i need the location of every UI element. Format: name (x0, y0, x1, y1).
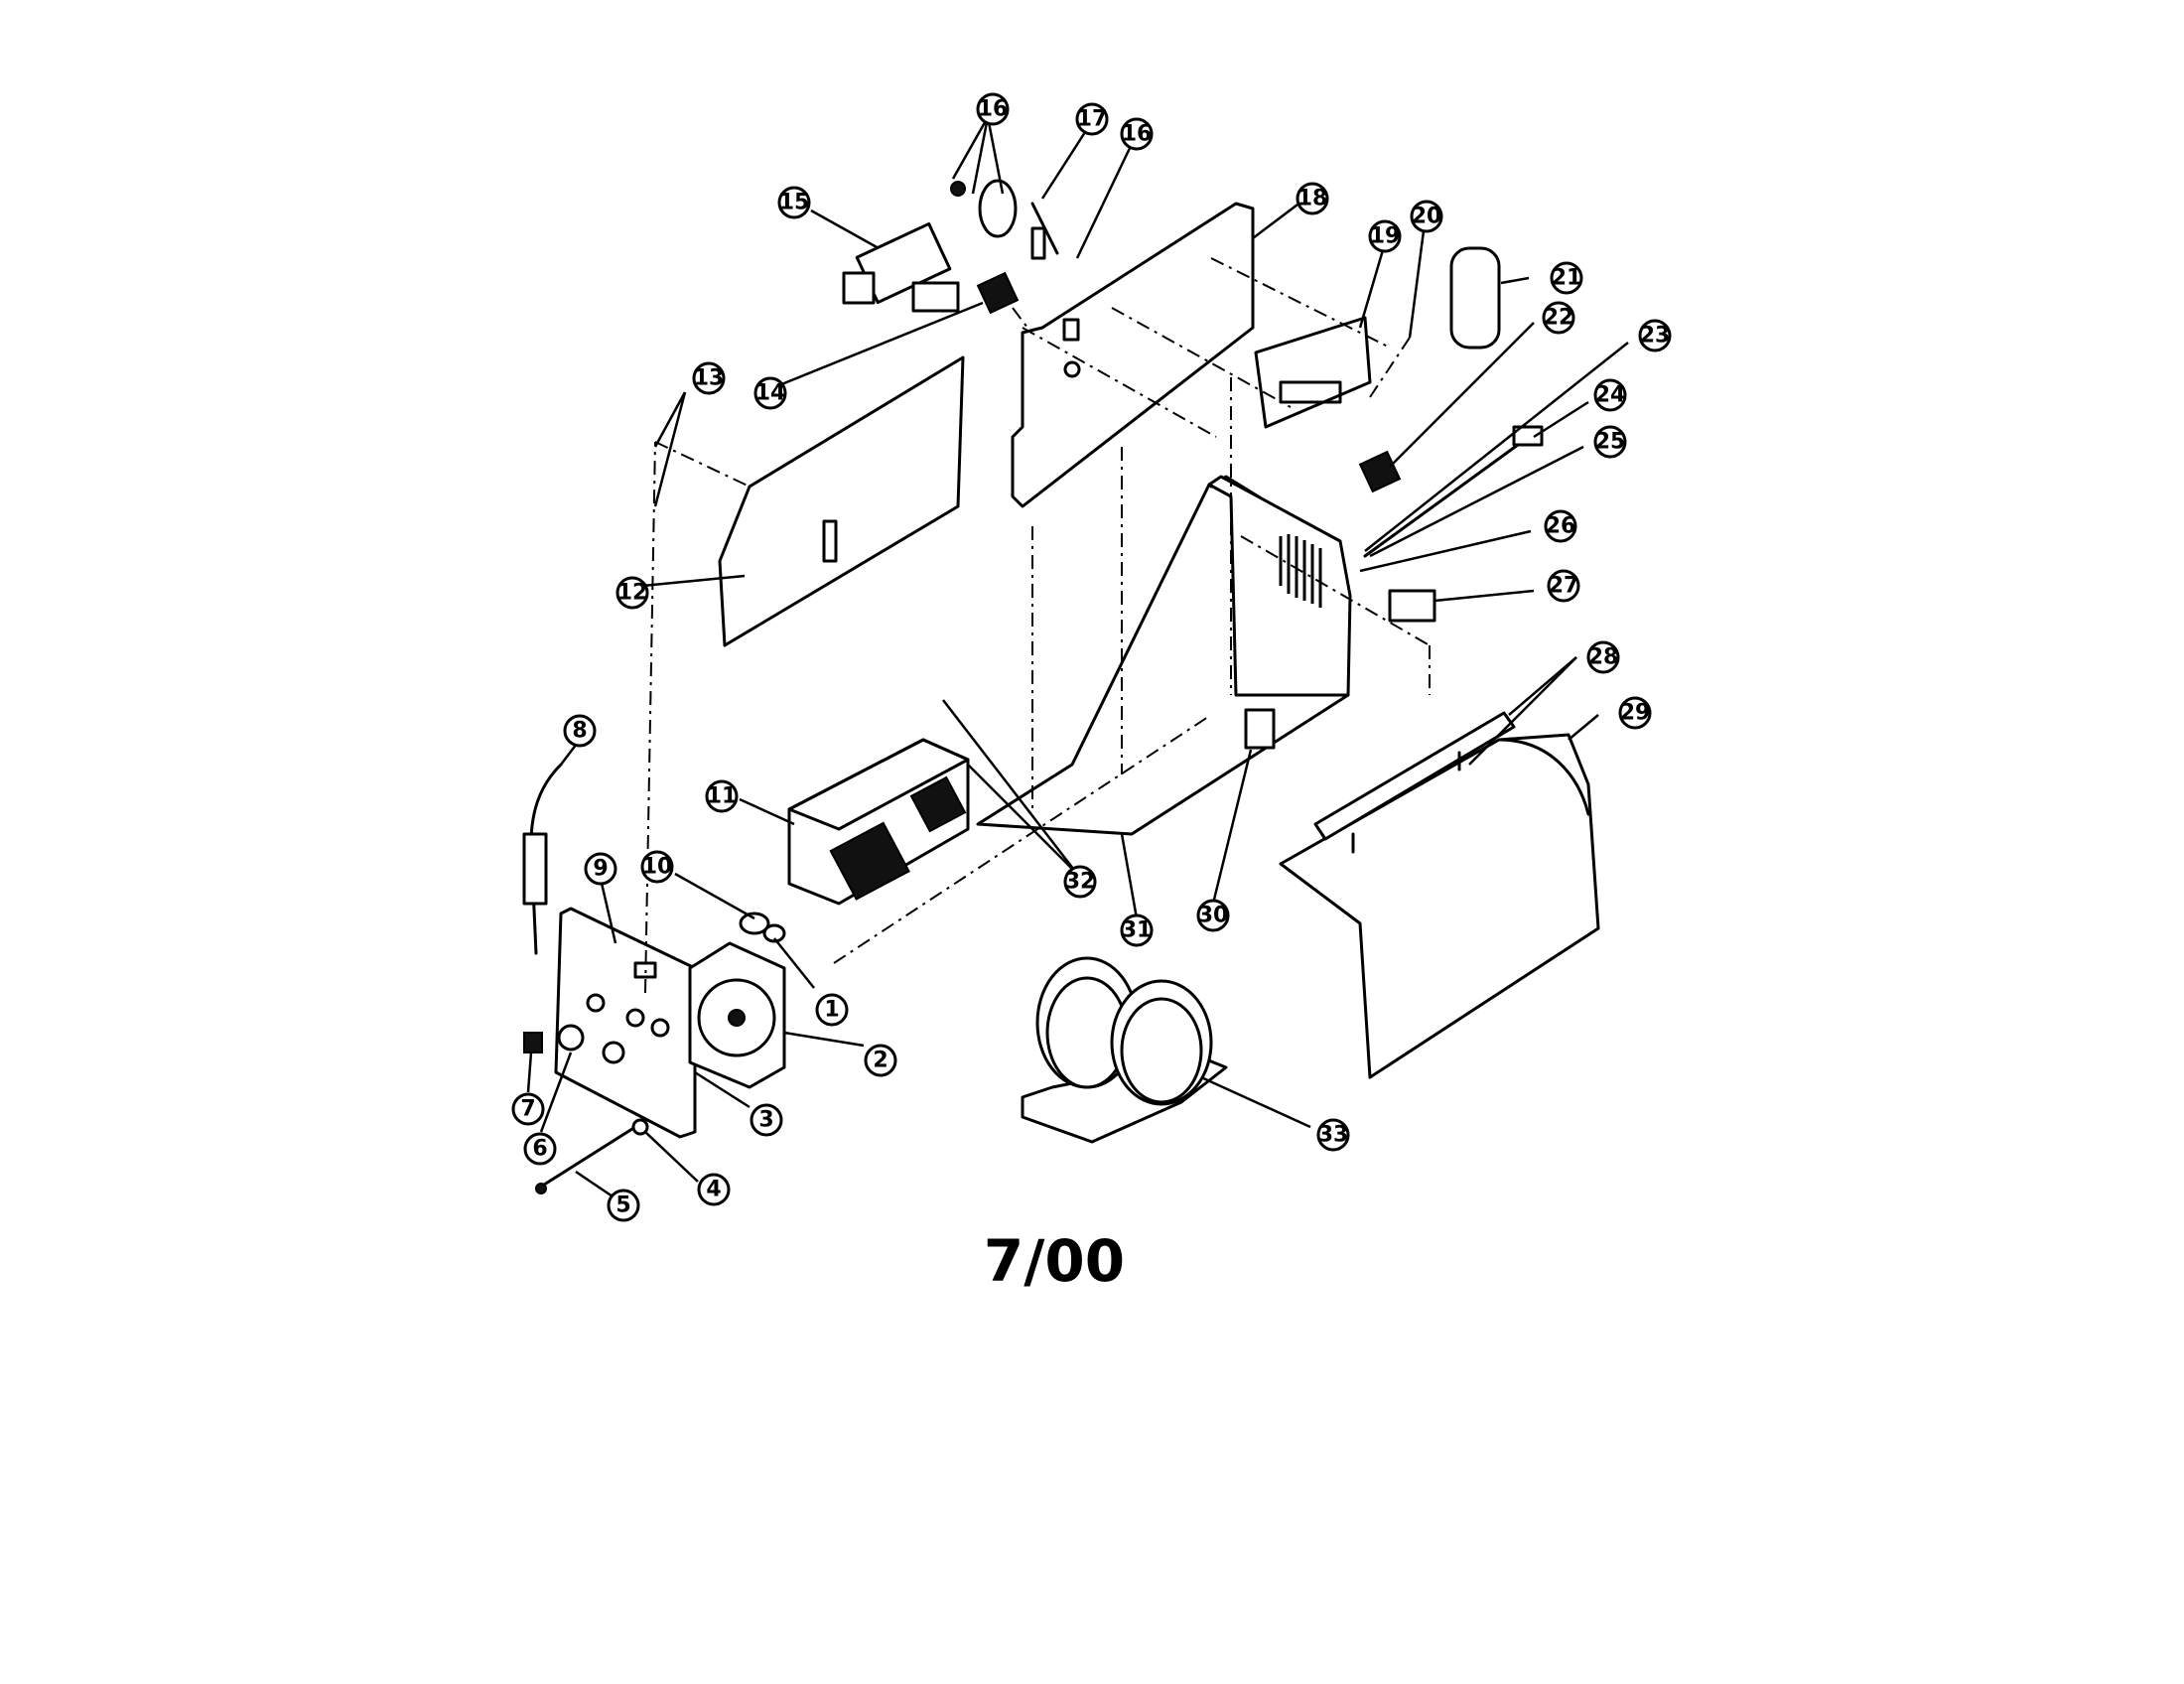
part-15-wire-feed-motor (842, 221, 960, 313)
callout-16b-label: 16 (1122, 122, 1153, 147)
part-28-handle (1313, 711, 1516, 854)
assembly-lines (644, 257, 1431, 994)
callout-5: 5 (607, 1189, 640, 1222)
callout-20-label: 20 (1412, 205, 1442, 229)
callout-8-label: 8 (572, 719, 587, 744)
callout-29-label: 29 (1620, 701, 1651, 726)
callout-15-label: 15 (779, 191, 810, 215)
callout-24-label: 24 (1595, 383, 1626, 408)
callout-26-label: 26 (1546, 514, 1576, 539)
part-18-back-panel (1011, 202, 1255, 508)
callout-22-label: 22 (1544, 306, 1574, 331)
callout-8: 8 (563, 714, 597, 748)
callout-11: 11 (705, 779, 739, 813)
callout-6: 6 (523, 1132, 557, 1166)
callout-19: 19 (1368, 219, 1402, 253)
leader-lines (526, 116, 1629, 1198)
callout-32-label: 32 (1065, 870, 1096, 895)
callout-33: 33 (1316, 1118, 1350, 1152)
part-6-knob (557, 1024, 585, 1052)
part-33-cylinder-rack (1021, 956, 1228, 1144)
callout-9: 9 (584, 852, 617, 886)
part-21-capacitor (1449, 246, 1501, 350)
part-30-relay (1244, 708, 1276, 750)
callout-9-label: 9 (593, 857, 608, 882)
part-24-power-cord (1363, 425, 1544, 558)
part-27-switch (1388, 589, 1436, 623)
callout-29: 29 (1618, 696, 1652, 730)
callout-31-label: 31 (1122, 918, 1153, 943)
callout-24: 24 (1593, 378, 1627, 412)
part-14-heatsink (976, 271, 1020, 315)
callout-1-label: 1 (824, 998, 839, 1023)
callout-10-label: 10 (642, 855, 673, 880)
callout-5-label: 5 (615, 1193, 630, 1218)
part-22-heatsink (1358, 450, 1402, 493)
callout-28: 28 (1586, 640, 1620, 674)
callout-14-label: 14 (755, 381, 786, 406)
part-7-connector (523, 1032, 543, 1053)
part-31-base-chassis (976, 475, 1352, 836)
callout-7: 7 (511, 1092, 545, 1126)
callout-23-label: 23 (1640, 324, 1671, 349)
callout-18-label: 18 (1297, 187, 1328, 211)
callout-2-label: 2 (873, 1049, 887, 1073)
callout-16a-label: 16 (978, 97, 1009, 122)
callout-21: 21 (1550, 261, 1583, 295)
callout-1: 1 (815, 993, 849, 1027)
callout-25: 25 (1593, 425, 1627, 459)
callout-28-label: 28 (1588, 645, 1619, 670)
callout-22: 22 (1542, 301, 1575, 335)
part-16-17-drive-rolls (950, 179, 1059, 260)
callout-25-label: 25 (1595, 430, 1626, 455)
part-12-side-cover (718, 355, 965, 647)
callout-33-label: 33 (1318, 1123, 1349, 1148)
callout-11-label: 11 (707, 784, 738, 809)
callout-16a: 16 (976, 92, 1010, 126)
part-11-transformer (787, 738, 970, 906)
callout-26: 26 (1544, 509, 1577, 543)
callout-13-label: 13 (694, 366, 725, 391)
callout-30-label: 30 (1198, 904, 1229, 928)
part-8-welding-gun (522, 763, 563, 955)
callout-27-label: 27 (1549, 574, 1579, 599)
callout-17-label: 17 (1077, 107, 1108, 132)
callout-31: 31 (1120, 913, 1154, 947)
callout-12-label: 12 (617, 581, 648, 606)
callout-27: 27 (1547, 569, 1580, 603)
callout-2: 2 (864, 1044, 897, 1077)
callout-32: 32 (1063, 865, 1097, 899)
part-2-fan (688, 941, 786, 1089)
callout-10: 10 (640, 850, 674, 884)
part-29-top-cover (1279, 733, 1600, 1079)
callout-15: 15 (777, 186, 811, 219)
callout-30: 30 (1196, 899, 1230, 932)
callout-4: 4 (697, 1173, 731, 1206)
callout-12: 12 (615, 576, 649, 610)
callout-18: 18 (1296, 182, 1329, 215)
part-10-gas-valve (739, 912, 786, 943)
callout-21-label: 21 (1552, 266, 1582, 291)
part-19-rectifier (1254, 316, 1372, 429)
callout-7-label: 7 (520, 1097, 535, 1122)
callout-17: 17 (1075, 102, 1109, 136)
callout-3: 3 (750, 1103, 783, 1137)
callout-6-label: 6 (532, 1137, 547, 1162)
callout-4-label: 4 (706, 1178, 721, 1202)
part-5-cable (535, 1125, 637, 1194)
callout-14: 14 (753, 376, 787, 410)
callout-19-label: 19 (1370, 224, 1401, 249)
part-4-nut (631, 1118, 649, 1136)
part-9-front-panel (554, 907, 697, 1139)
callout-3-label: 3 (758, 1108, 773, 1133)
callout-16b: 16 (1120, 117, 1154, 151)
callout-23: 23 (1638, 319, 1672, 352)
diagram-caption: 7/00 (984, 1227, 1125, 1295)
callout-13: 13 (692, 361, 726, 395)
callout-20: 20 (1410, 200, 1443, 233)
